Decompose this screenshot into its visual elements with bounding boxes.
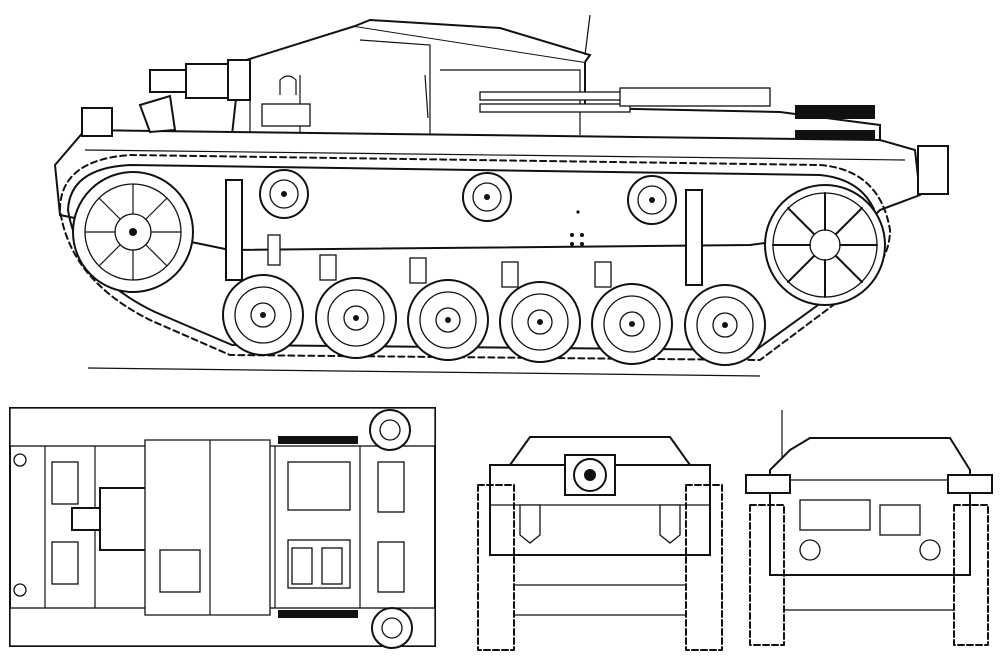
return-roller [259, 169, 309, 219]
front-view-drawing [477, 436, 723, 651]
spare-wheel [371, 607, 413, 649]
hull-rivets [570, 210, 584, 246]
top-view-drawing [9, 407, 436, 649]
road-wheel [591, 283, 673, 365]
front-view [470, 425, 730, 657]
drive-sprocket [72, 171, 194, 293]
road-wheels [222, 274, 766, 366]
side-view-drawing [53, 14, 949, 377]
road-wheel [684, 284, 766, 366]
road-wheel [222, 274, 304, 356]
ground-line [87, 367, 761, 377]
road-wheel [407, 279, 489, 361]
main-gun [149, 59, 251, 101]
road-wheel [499, 281, 581, 363]
side-view [53, 14, 949, 377]
suspension-arms [225, 179, 703, 288]
road-wheel [315, 277, 397, 359]
return-rollers [259, 169, 677, 225]
gun-mantlet [564, 454, 616, 496]
rear-view [740, 410, 998, 657]
superstructure [231, 18, 881, 141]
spare-wheel [369, 409, 411, 451]
idler-wheel [764, 184, 886, 306]
top-view [0, 400, 455, 657]
rear-view-drawing [745, 410, 993, 646]
return-roller [462, 172, 512, 222]
return-roller [627, 175, 677, 225]
